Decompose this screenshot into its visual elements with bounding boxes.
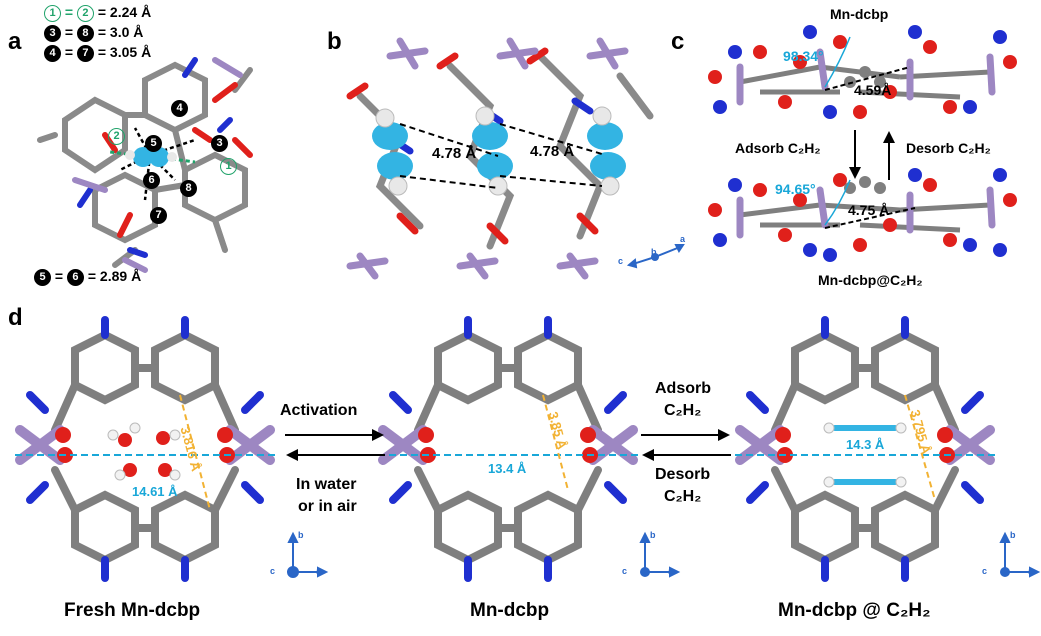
panel-b-axis-b: b <box>651 247 657 257</box>
arrow1-bottom-label-1: In water <box>296 476 357 493</box>
axes2-b: b <box>650 530 656 540</box>
panel-c-top-title: Mn-dcbp <box>830 6 889 22</box>
axes-icon-2 <box>639 531 681 578</box>
legend-1-text: = 2.24 Å <box>97 4 152 20</box>
axes-icon-1 <box>287 531 329 578</box>
panel-b-distance-1: 4.78 Å <box>432 145 477 162</box>
legend-bottom-text: = 2.89 Å <box>87 268 142 284</box>
arrow2-bottom-label-2: C₂H₂ <box>664 488 702 505</box>
axes-icon-3 <box>999 531 1041 578</box>
marker-5-label: 5 <box>145 135 162 153</box>
arrow1-top-label: Activation <box>280 402 358 419</box>
panel-c-bottom-angle: 94.65° <box>775 181 816 197</box>
marker-4: 4 <box>44 44 61 62</box>
panel-b-axes <box>626 244 685 269</box>
axes3-c: c <box>982 566 988 576</box>
frame-activated-h-distance: 13.4 Å <box>488 461 527 476</box>
marker-8-label: 8 <box>180 180 197 198</box>
panel-c-letter: c <box>671 28 685 55</box>
panel-a-letter: a <box>8 28 22 55</box>
axes2-c: c <box>622 566 628 576</box>
axes1-a: a <box>316 566 322 576</box>
panel-c-arrows <box>849 130 895 180</box>
frame-loaded-structure <box>735 316 995 582</box>
marker-2: 2 <box>76 4 94 22</box>
legend-2-text: = 3.0 Å <box>97 24 144 40</box>
panel-c-desorb-label: Desorb C₂H₂ <box>906 140 991 156</box>
axes2-a: a <box>668 566 674 576</box>
axes3-a: a <box>1028 566 1034 576</box>
panel-b-axis-a: a <box>680 234 686 244</box>
marker-1: 1 <box>44 4 61 22</box>
legend-row-2: 3 = 8 = 3.0 Å <box>44 24 143 42</box>
frame-fresh-h-distance: 14.61 Å <box>132 484 178 499</box>
arrow1-icon <box>285 429 385 461</box>
marker-3-label: 3 <box>211 135 228 153</box>
marker-1-label: 1 <box>220 158 237 176</box>
frame-fresh-title: Fresh Mn-dcbp <box>64 600 201 621</box>
marker-2-label: 2 <box>108 128 125 146</box>
axes1-b: b <box>298 530 304 540</box>
arrow2-icon <box>641 429 731 461</box>
panel-c-bottom-distance: 4.75 Å <box>848 202 890 218</box>
frame-fresh-structure <box>15 316 275 582</box>
panel-c-top-angle: 98.34° <box>783 48 824 64</box>
panel-b-axis-c: c <box>618 256 624 266</box>
panel-b-distance-2: 4.78 Å <box>530 143 575 160</box>
marker-6-label: 6 <box>143 172 160 190</box>
panel-d-letter: d <box>8 304 23 331</box>
panel-c-top-structure <box>708 25 1017 119</box>
frame-activated-structure <box>378 316 638 582</box>
legend-3-text: = 3.05 Å <box>97 44 152 60</box>
marker-7-label: 7 <box>150 207 167 225</box>
marker-7: 7 <box>76 44 94 62</box>
panel-c-adsorb-label: Adsorb C₂H₂ <box>735 140 821 156</box>
legend-row-1: 1 = 2 = 2.24 Å <box>44 4 151 22</box>
marker-4-label: 4 <box>171 100 188 118</box>
panel-c-bottom-structure <box>708 168 1017 262</box>
frame-loaded-title: Mn-dcbp @ C₂H₂ <box>778 600 931 621</box>
panel-c-bottom-title: Mn-dcbp@C₂H₂ <box>818 272 923 288</box>
arrow2-bottom-label-1: Desorb <box>655 466 711 483</box>
arrow2-top-label-1: Adsorb <box>655 380 711 397</box>
marker-8: 8 <box>76 24 94 42</box>
panel-b-structure <box>346 37 654 280</box>
panel-a-structure <box>37 57 253 273</box>
legend-row-3: 4 = 7 = 3.05 Å <box>44 44 151 62</box>
axes1-c: c <box>270 566 276 576</box>
arrow2-top-label-2: C₂H₂ <box>664 402 702 419</box>
axes3-b: b <box>1010 530 1016 540</box>
panel-b-letter: b <box>327 28 342 55</box>
marker-6-legend: 6 <box>66 268 84 286</box>
arrow1-bottom-label-2: or in air <box>298 498 357 515</box>
marker-5-legend: 5 <box>34 268 51 286</box>
frame-activated-title: Mn-dcbp <box>470 600 550 621</box>
frame-loaded-h-distance: 14.3 Å <box>846 437 885 452</box>
panel-c-top-distance: 4.59Å <box>854 82 892 98</box>
legend-bottom: 5 = 6 = 2.89 Å <box>34 268 141 286</box>
